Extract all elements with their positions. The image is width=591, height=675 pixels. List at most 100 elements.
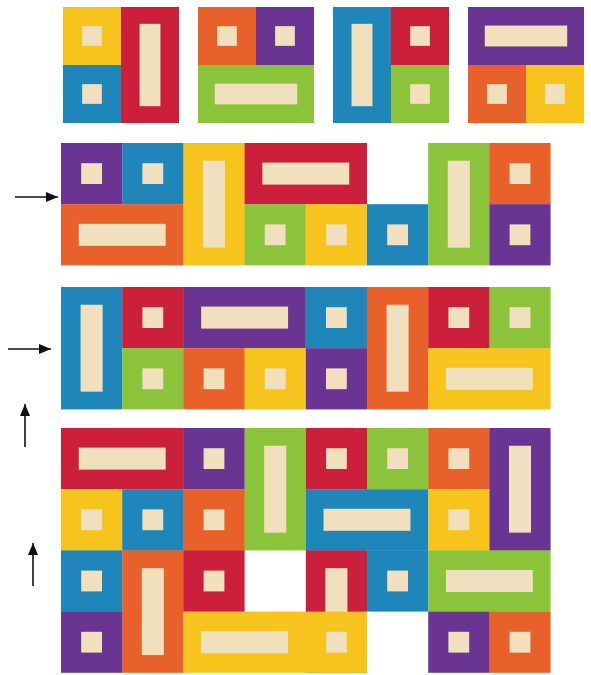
cream-center xyxy=(204,368,225,389)
cream-center xyxy=(204,448,225,469)
block-1 xyxy=(63,7,179,123)
cream-center xyxy=(215,84,297,105)
square-unit xyxy=(122,143,183,204)
square-unit xyxy=(256,7,314,65)
cream-center xyxy=(262,163,349,185)
cream-center xyxy=(275,26,295,46)
square-unit xyxy=(367,550,428,611)
quilt xyxy=(61,428,551,673)
cream-center xyxy=(448,509,469,530)
cream-center xyxy=(142,368,163,389)
cream-center xyxy=(387,224,408,245)
cream-center xyxy=(142,307,163,328)
vertical-bar-unit xyxy=(333,7,391,123)
vertical-bar-unit xyxy=(489,428,550,550)
cream-center xyxy=(81,509,102,530)
row-2 xyxy=(61,287,551,409)
cream-center xyxy=(326,632,347,653)
cream-center xyxy=(82,84,102,104)
cream-center xyxy=(510,632,531,653)
cream-center xyxy=(448,307,469,328)
cream-center xyxy=(510,224,531,245)
arrow-head xyxy=(28,543,38,555)
square-unit xyxy=(306,612,367,673)
square-unit xyxy=(245,204,306,265)
square-unit xyxy=(489,143,550,204)
cream-center xyxy=(545,84,565,104)
cream-center xyxy=(326,307,347,328)
cream-center xyxy=(142,509,163,530)
cream-center xyxy=(448,448,469,469)
horizontal-bar-unit xyxy=(468,7,584,65)
vertical-bar-unit xyxy=(183,143,244,265)
cream-center xyxy=(81,305,103,392)
cream-center xyxy=(142,568,164,655)
cream-center xyxy=(487,84,507,104)
cream-center xyxy=(81,163,102,184)
square-unit xyxy=(367,428,428,489)
cream-center xyxy=(81,571,102,592)
cream-center xyxy=(265,224,286,245)
square-unit xyxy=(61,550,122,611)
square-unit xyxy=(306,204,367,265)
cream-center xyxy=(387,448,408,469)
cream-center xyxy=(326,448,347,469)
square-unit xyxy=(428,489,489,550)
square-unit xyxy=(367,204,428,265)
horizontal-bar-unit xyxy=(198,65,314,123)
arrow-head xyxy=(46,192,58,202)
vertical-bar-unit xyxy=(61,287,122,409)
square-unit xyxy=(61,143,122,204)
square-unit xyxy=(198,7,256,65)
square-unit xyxy=(428,612,489,673)
cream-center xyxy=(485,26,567,47)
square-unit xyxy=(61,612,122,673)
horizontal-bar-unit xyxy=(428,348,550,409)
square-unit xyxy=(428,428,489,489)
square-unit xyxy=(306,348,367,409)
square-unit xyxy=(489,287,550,348)
cream-center xyxy=(410,84,430,104)
block-2 xyxy=(198,7,314,123)
horizontal-bar-unit xyxy=(61,428,183,489)
square-unit xyxy=(468,65,526,123)
cream-center xyxy=(410,26,430,46)
vertical-bar-unit xyxy=(428,143,489,265)
cream-center xyxy=(79,448,166,470)
square-unit xyxy=(428,287,489,348)
cream-center xyxy=(448,161,470,248)
square-unit xyxy=(183,348,244,409)
cream-center xyxy=(201,307,288,329)
cream-center xyxy=(352,24,373,106)
cream-center xyxy=(265,368,286,389)
horizontal-bar-unit xyxy=(61,204,183,265)
cream-center xyxy=(446,368,533,390)
vertical-bar-unit xyxy=(122,550,183,672)
cream-center xyxy=(204,509,225,530)
square-unit xyxy=(306,287,367,348)
arrow-right-2 xyxy=(8,344,51,354)
horizontal-bar-unit xyxy=(183,287,305,348)
vertical-bar-unit xyxy=(121,7,179,123)
cream-center xyxy=(142,163,163,184)
block-3 xyxy=(333,7,449,123)
cream-center xyxy=(448,632,469,653)
cream-center xyxy=(387,305,409,392)
square-unit xyxy=(306,428,367,489)
horizontal-bar-unit xyxy=(306,489,428,550)
block-4 xyxy=(468,7,584,123)
square-unit xyxy=(183,428,244,489)
horizontal-bar-unit xyxy=(428,550,550,611)
square-unit xyxy=(245,348,306,409)
square-unit xyxy=(183,489,244,550)
cream-center xyxy=(203,161,225,248)
horizontal-bar-unit xyxy=(183,612,305,673)
square-unit xyxy=(183,550,244,611)
vertical-bar-unit xyxy=(367,287,428,409)
cream-center xyxy=(446,570,533,592)
cream-center xyxy=(326,368,347,389)
square-unit xyxy=(122,287,183,348)
vertical-bar-unit xyxy=(245,428,306,550)
arrow-up-1 xyxy=(20,404,30,447)
